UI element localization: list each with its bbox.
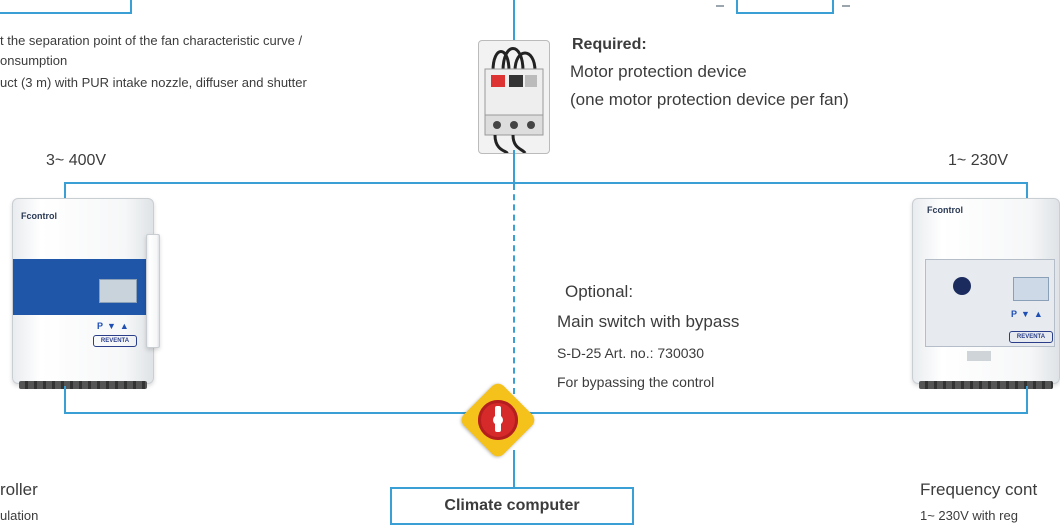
central-mpd-to-bus-line <box>513 150 515 182</box>
bottom-bus-line-left <box>64 412 474 414</box>
central-top-line <box>513 0 515 40</box>
required-line-1: Motor protection device <box>570 62 747 81</box>
bottom-bus-line-right <box>522 412 1028 414</box>
right-controller-brand: Fcontrol <box>927 205 963 215</box>
right-controller-feet <box>919 381 1053 389</box>
top-bus-right-drop <box>1026 182 1028 204</box>
bottom-bus-right-rise <box>1026 386 1028 414</box>
top-right-dash-right <box>842 5 850 7</box>
right-controller-reventa-label: REVENTA <box>1009 331 1053 343</box>
right-controller-image: Fcontrol P▼▲ REVENTA <box>912 198 1060 389</box>
left-controller-reventa-label: REVENTA <box>93 335 137 347</box>
right-controller-front-panel <box>925 259 1055 347</box>
top-bus-left-drop <box>64 182 66 204</box>
required-heading: Required: <box>572 36 647 53</box>
central-dashed-line <box>513 184 515 394</box>
left-controller-feet <box>19 381 147 389</box>
right-controller-caption-1: Frequency cont <box>920 480 1038 499</box>
left-controller-screen <box>99 279 137 303</box>
climate-computer-box: Climate computer <box>390 487 634 525</box>
required-line-2: (one motor protection device per fan) <box>570 90 849 109</box>
left-controller-caption-1: roller <box>0 480 38 499</box>
optional-line-1: Main switch with bypass <box>557 312 740 331</box>
left-controller-brand: Fcontrol <box>21 211 57 221</box>
top-right-box <box>736 0 834 14</box>
right-controller-dial <box>953 277 971 295</box>
voltage-left-label: 3~ 400V <box>46 152 107 169</box>
optional-line-3: For bypassing the control <box>557 374 715 390</box>
switch-to-climate-line <box>513 450 515 488</box>
optional-heading: Optional: <box>565 282 634 301</box>
voltage-right-label: 1~ 230V <box>948 152 1009 169</box>
right-controller-lower-plate <box>967 351 991 361</box>
left-controller-caption-2: ulation <box>0 508 39 523</box>
left-controller-hinge-panel <box>146 234 160 348</box>
bottom-bus-left-rise <box>64 386 66 414</box>
left-controller-image: Fcontrol P▼▲ REVENTA <box>12 198 154 389</box>
top-left-box <box>0 0 132 14</box>
left-controller-buttons: P▼▲ <box>97 321 133 331</box>
top-right-dash-left <box>716 5 724 7</box>
top-note-line-3: uct (3 m) with PUR intake nozzle, diffus… <box>0 75 307 90</box>
top-note-line-2: onsumption <box>0 53 68 68</box>
right-controller-buttons: P▼▲ <box>1011 309 1047 319</box>
right-controller-caption-2: 1~ 230V with reg <box>920 508 1018 523</box>
optional-line-2: S-D-25 Art. no.: 730030 <box>557 345 705 361</box>
top-note-line-1: t the separation point of the fan charac… <box>0 33 303 48</box>
main-switch-knob <box>478 400 518 440</box>
motor-protection-device-image <box>478 40 550 154</box>
right-controller-screen <box>1013 277 1049 301</box>
top-bus-line <box>64 182 1028 184</box>
